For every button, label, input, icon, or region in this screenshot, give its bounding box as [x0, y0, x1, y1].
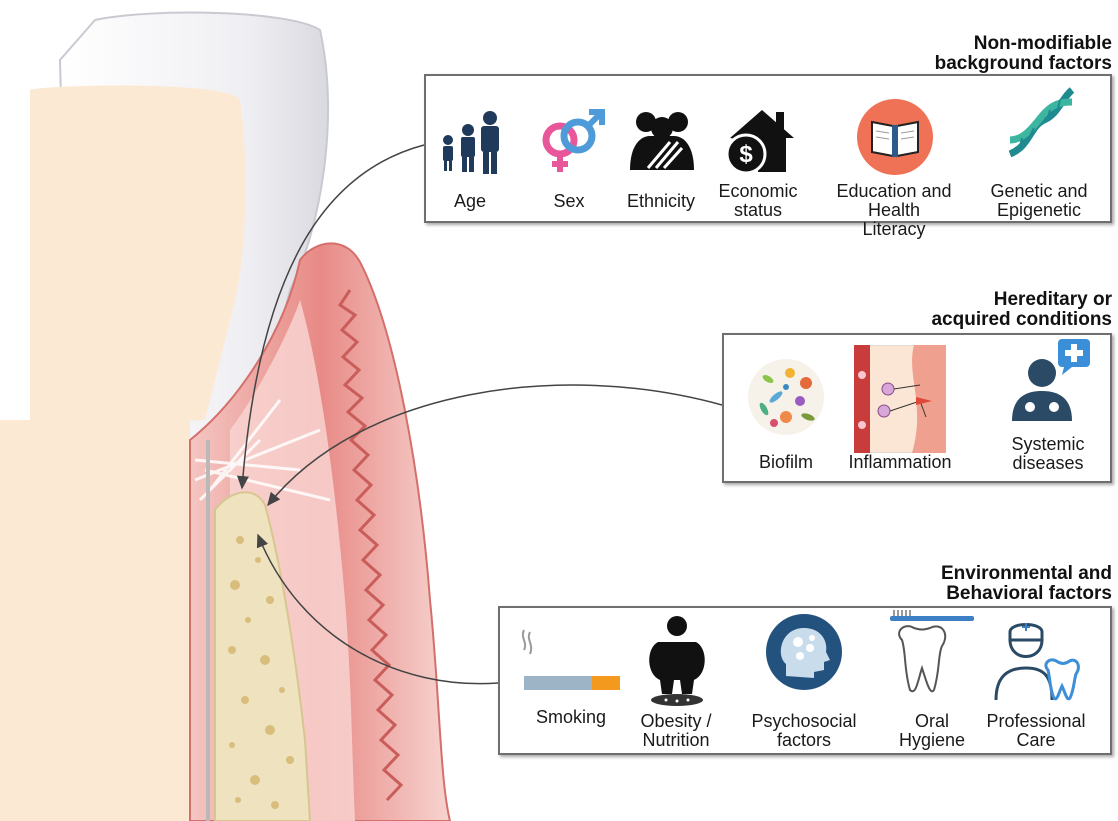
factor-age-label: Age [420, 192, 520, 211]
hereditary-box: Biofilm Inflammation Systemic diseases [722, 333, 1112, 483]
obese-person-scale-icon [644, 614, 710, 706]
house-dollar-icon: $ [722, 102, 798, 178]
svg-text:$: $ [739, 141, 753, 168]
dna-icon [1004, 86, 1076, 158]
bacteria-biofilm-icon [746, 357, 826, 437]
non-modifiable-title: Non-modifiable background factors [935, 34, 1112, 74]
factor-obesity-label: Obesity / Nutrition [624, 712, 728, 750]
factor-ethnicity-label: Ethnicity [606, 192, 716, 211]
factor-biofilm-label: Biofilm [726, 453, 846, 472]
family-age-icon [440, 106, 502, 178]
environmental-box: Smoking Obesity / Nutrition Psychosocial… [498, 606, 1112, 755]
cigarette-icon [520, 628, 624, 700]
gender-symbols-icon [534, 106, 606, 178]
brain-head-icon [764, 612, 844, 692]
inflammation-tissue-icon [854, 345, 946, 453]
factor-education-label: Education and Health Literacy [836, 182, 952, 239]
factor-economic-status-label: Economic status [702, 182, 814, 220]
non-modifiable-title-line2: background factors [935, 54, 1112, 74]
non-modifiable-box: Age Sex Ethnicity $ [424, 74, 1112, 223]
book-icon [856, 98, 934, 176]
hereditary-title-line1: Hereditary or [931, 290, 1112, 310]
root-dentin [0, 420, 190, 821]
hereditary-title: Hereditary or acquired conditions [931, 290, 1112, 330]
factor-genetic-label: Genetic and Epigenetic [984, 182, 1094, 220]
dentist-icon [992, 616, 1080, 702]
factor-systemic-diseases-label: Systemic diseases [986, 435, 1110, 473]
factor-professional-care-label: Professional Care [972, 712, 1100, 750]
tooth-brush-icon [890, 610, 976, 700]
dentin [30, 86, 245, 430]
environmental-title-line2: Behavioral factors [941, 584, 1112, 604]
factor-inflammation-label: Inflammation [834, 453, 966, 472]
non-modifiable-title-line1: Non-modifiable [935, 34, 1112, 54]
environmental-title: Environmental and Behavioral factors [941, 564, 1112, 604]
environmental-title-line1: Environmental and [941, 564, 1112, 584]
ethnicity-people-icon [626, 106, 698, 178]
factor-smoking-label: Smoking [500, 708, 642, 727]
hereditary-title-line2: acquired conditions [931, 310, 1112, 330]
factor-psychosocial-label: Psychosocial factors [744, 712, 864, 750]
doctor-medical-icon [1006, 339, 1092, 423]
